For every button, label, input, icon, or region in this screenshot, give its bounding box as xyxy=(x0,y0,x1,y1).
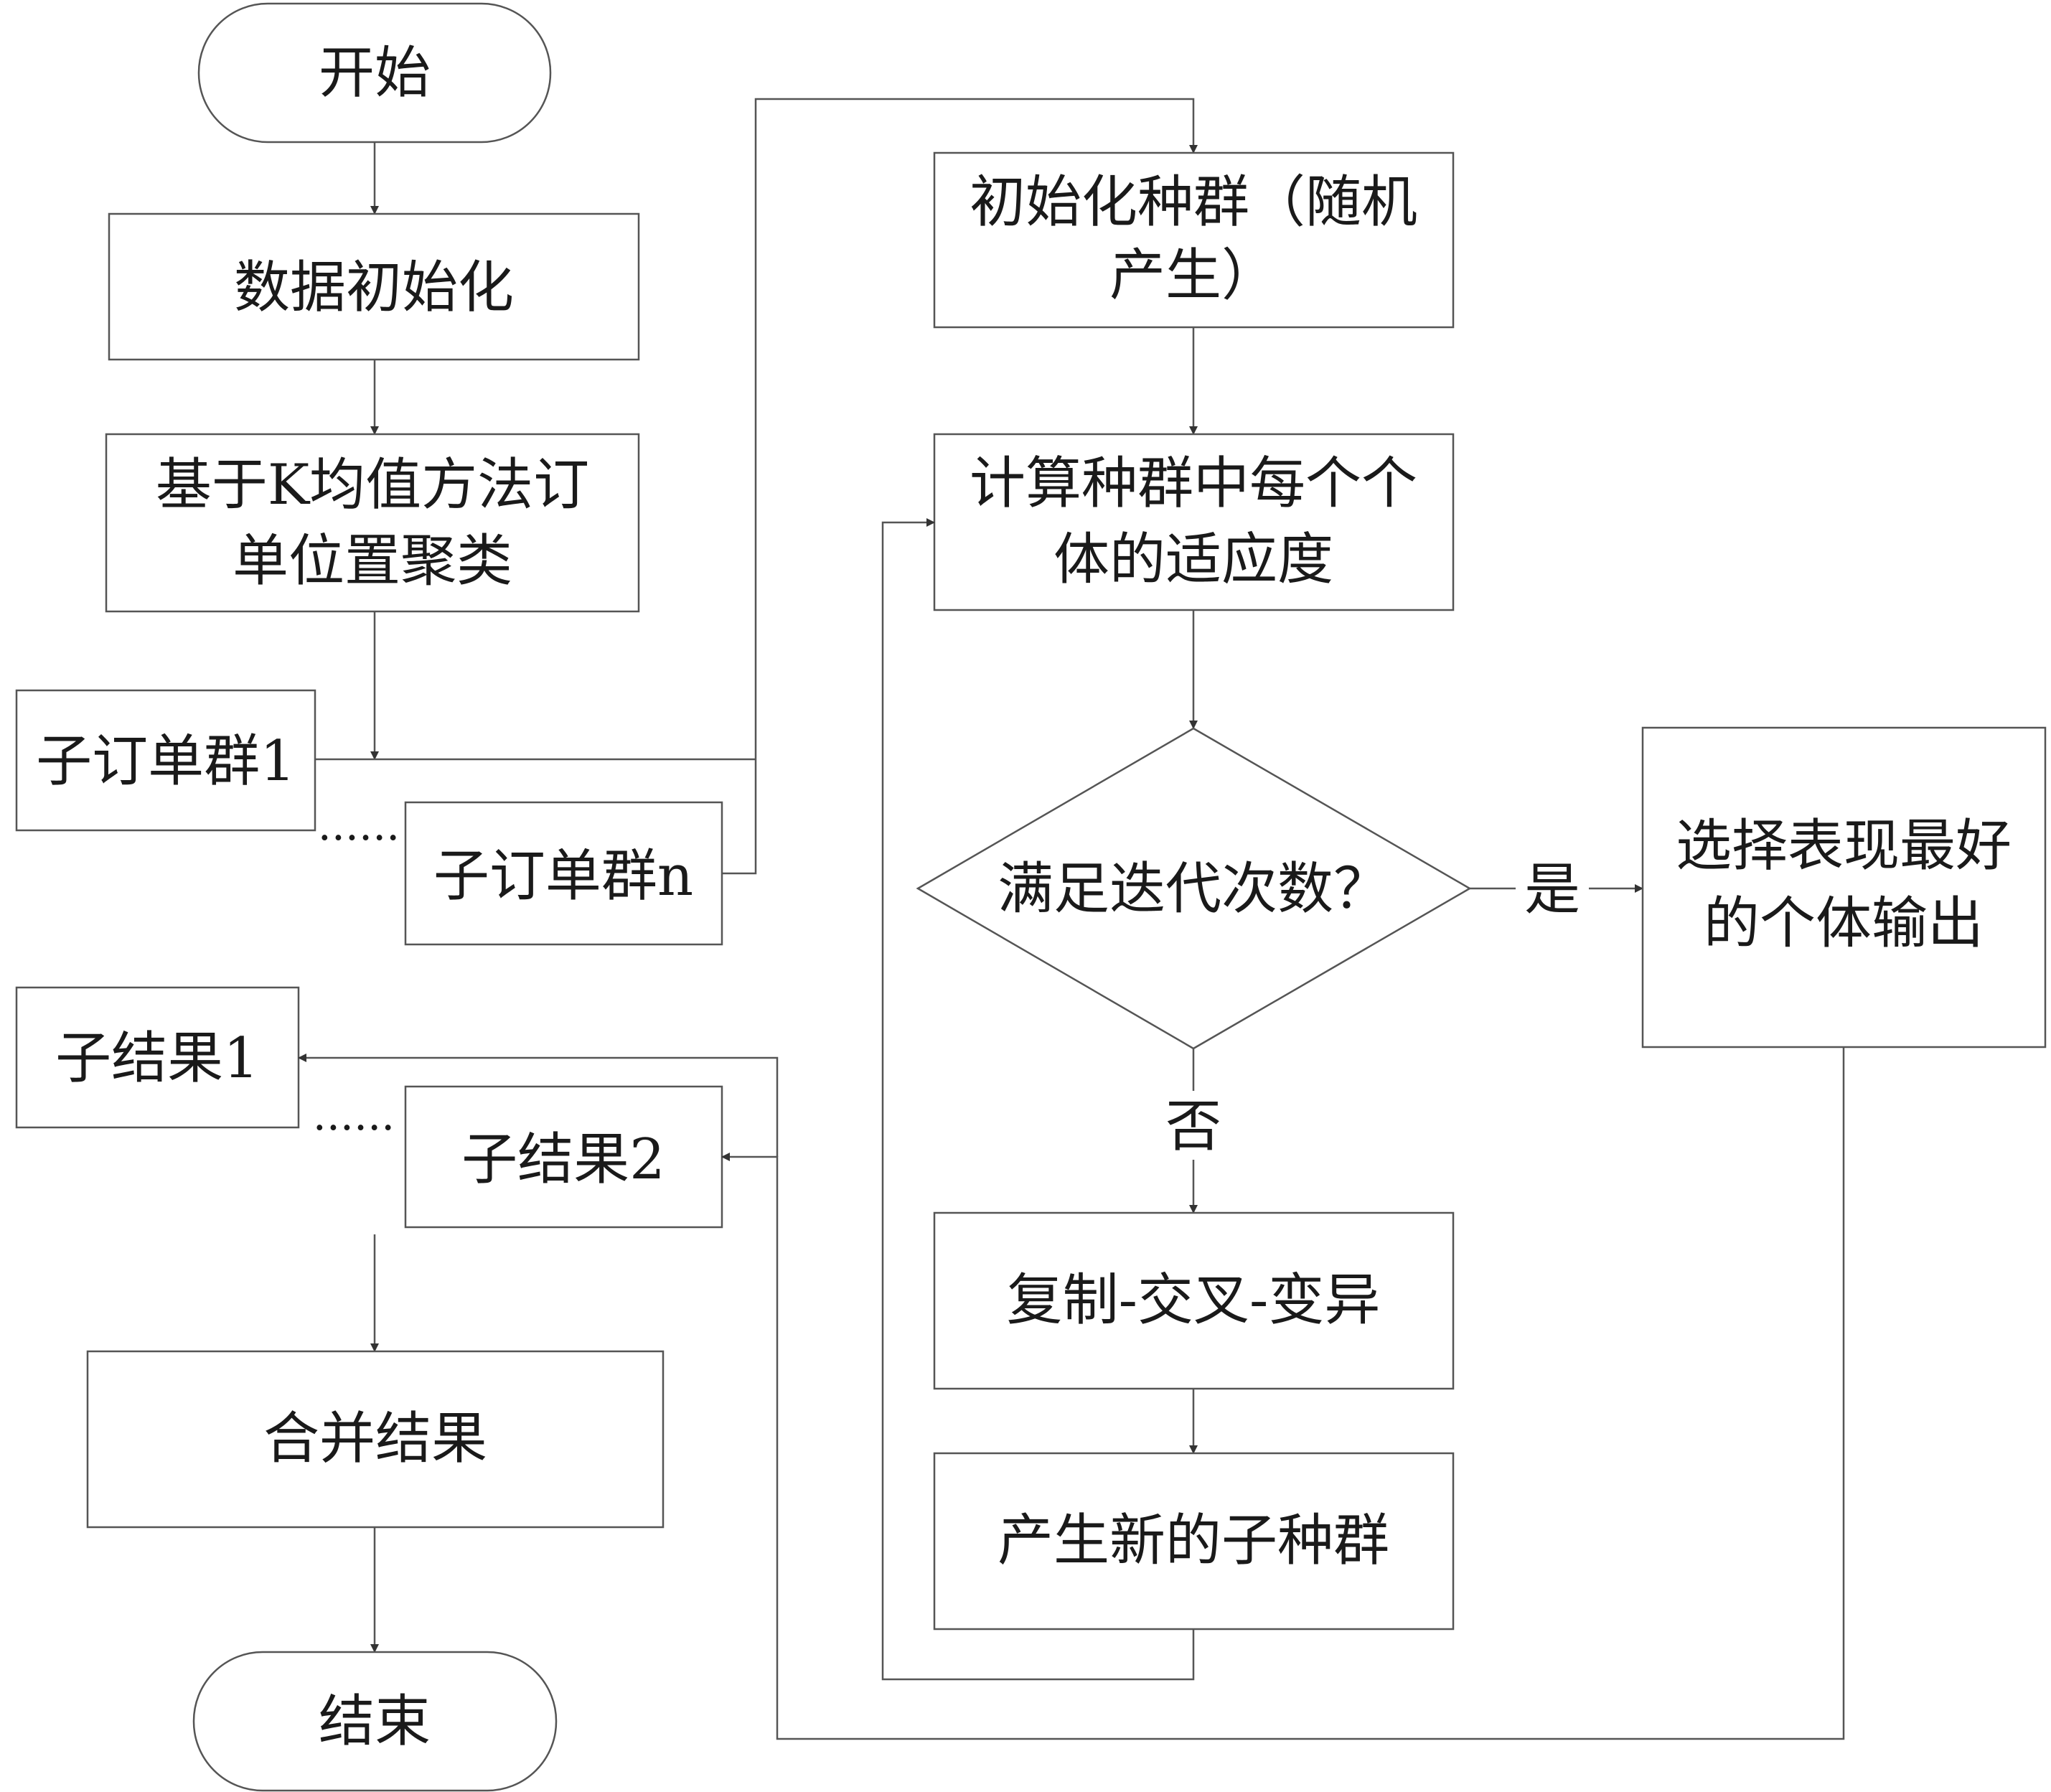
start-label: 开始 xyxy=(319,41,431,105)
merge-results-box xyxy=(86,1350,665,1529)
sub-order-group-n xyxy=(404,801,723,946)
init-population-box xyxy=(933,151,1455,329)
merge-results-label: 合并结果 xyxy=(263,1407,487,1471)
sub-result-1-label: 子结果1 xyxy=(55,1026,259,1091)
sub-order-group-1 xyxy=(15,689,316,832)
fitness-line2: 体的适应度 xyxy=(1053,527,1333,592)
genetic-operators-box xyxy=(933,1211,1455,1390)
sub-result-2-label: 子结果2 xyxy=(461,1127,665,1192)
edge-loop-back-to-fitness xyxy=(881,518,1195,1681)
select-best-line2: 的个体输出 xyxy=(1704,891,1984,956)
sub-result-2 xyxy=(404,1085,723,1229)
ellipsis-sub-results: ...... xyxy=(313,1090,395,1140)
sub-result-1 xyxy=(15,986,300,1129)
kmeans-cluster-box xyxy=(105,433,640,613)
init-population-line2: 产生） xyxy=(1109,243,1277,308)
select-best-box xyxy=(1641,726,2047,1049)
yes-label: 是 xyxy=(1524,858,1580,922)
yes-label-bg xyxy=(1516,854,1589,923)
new-subpopulation-label: 产生新的子种群 xyxy=(998,1509,1389,1573)
select-best-line1: 选择表现最好 xyxy=(1676,814,2012,878)
edge-output-to-sub-result-1 xyxy=(298,1054,779,1157)
no-label: 否 xyxy=(1165,1094,1221,1159)
no-label-bg xyxy=(1157,1091,1230,1160)
kmeans-label-line2: 单位置聚类 xyxy=(233,529,512,594)
new-subpopulation-box xyxy=(933,1452,1455,1631)
iteration-decision-label: 满足迭代次数？ xyxy=(998,857,1389,921)
sub-order-group-1-label: 子订单群1 xyxy=(36,729,296,794)
fitness-box xyxy=(933,433,1455,611)
data-init-box xyxy=(108,212,640,361)
end-terminal xyxy=(192,1651,558,1792)
kmeans-label-line1: 基于K均值方法订 xyxy=(156,453,589,517)
end-label: 结束 xyxy=(319,1689,431,1754)
edge-output-to-sub-result-2 xyxy=(721,1047,1845,1740)
data-init-label: 数据初始化 xyxy=(234,255,514,320)
edge-suborder-n-to-bus xyxy=(722,98,1198,875)
genetic-operators-label: 复制-交叉-变异 xyxy=(1007,1268,1381,1333)
sub-order-group-n-label: 子订单群n xyxy=(433,844,693,909)
fitness-line1: 计算种群中每个个 xyxy=(970,451,1417,516)
ellipsis-sub-orders: ...... xyxy=(318,800,400,850)
init-population-line1: 初始化种群（随机 xyxy=(970,170,1417,235)
